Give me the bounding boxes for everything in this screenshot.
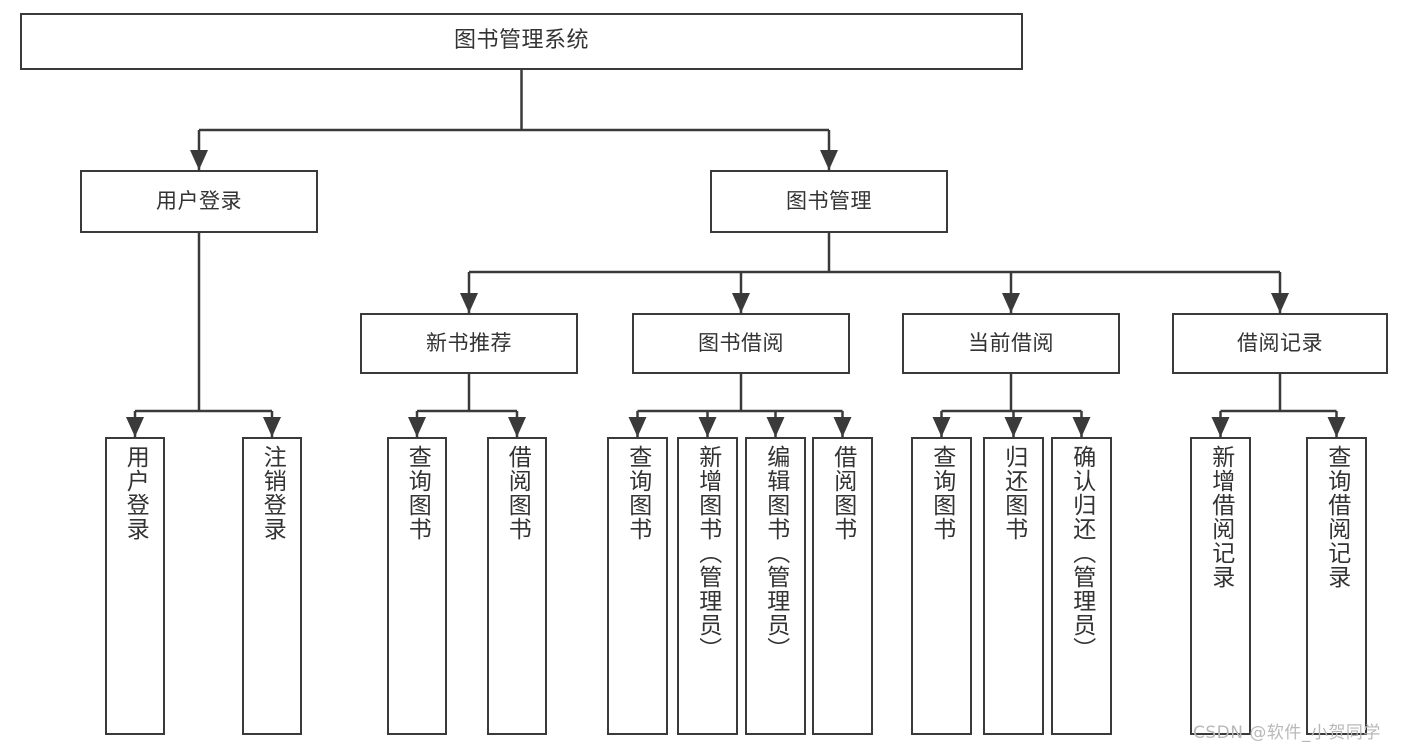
node-current-borrow-label: 当前借阅 <box>968 330 1054 355</box>
arrowhead-leaf-borrow-book-2 <box>833 417 852 437</box>
node-leaf-add-borrow-record-label: 新增借阅记录 <box>1207 445 1234 589</box>
arrowhead-current-borrow <box>1002 293 1020 313</box>
arrowhead-leaf-query-borrow-record <box>1327 417 1346 437</box>
arrowhead-book-borrow <box>732 293 750 313</box>
node-leaf-confirm-return-label: 确认归还（管理员） <box>1068 445 1095 661</box>
node-new-book-recommend[interactable]: 新书推荐 <box>360 313 578 374</box>
node-leaf-query-book-2-label: 查询图书 <box>624 445 651 541</box>
arrowhead-leaf-add-book <box>698 417 717 437</box>
node-user-login-label: 用户登录 <box>156 188 242 213</box>
node-leaf-query-book-3-label: 查询图书 <box>928 445 955 541</box>
node-book-manage-label: 图书管理 <box>786 188 872 213</box>
node-borrow-record-label: 借阅记录 <box>1237 330 1323 355</box>
arrowhead-leaf-query-book-3 <box>932 417 951 437</box>
arrowhead-new-book-recommend <box>460 293 478 313</box>
arrowhead-leaf-confirm-return <box>1072 417 1091 437</box>
arrowhead-leaf-edit-book <box>766 417 785 437</box>
arrowhead-leaf-user-login <box>126 417 144 437</box>
node-leaf-query-borrow-record[interactable]: 查询借阅记录 <box>1306 437 1367 735</box>
node-root[interactable]: 图书管理系统 <box>20 13 1023 70</box>
arrowhead-borrow-record <box>1271 293 1289 313</box>
node-leaf-user-login-label: 用户登录 <box>122 445 149 541</box>
node-borrow-record[interactable]: 借阅记录 <box>1172 313 1388 374</box>
node-leaf-return-book-label: 归还图书 <box>1000 445 1027 541</box>
node-leaf-query-book-1[interactable]: 查询图书 <box>387 437 447 735</box>
arrowhead-leaf-borrow-book-1 <box>508 417 526 437</box>
node-book-manage[interactable]: 图书管理 <box>710 170 948 233</box>
node-leaf-return-book[interactable]: 归还图书 <box>983 437 1044 735</box>
arrowhead-leaf-add-borrow-record <box>1211 417 1230 437</box>
node-leaf-query-book-3[interactable]: 查询图书 <box>911 437 972 735</box>
arrowhead-leaf-query-book-2 <box>628 417 647 437</box>
node-leaf-edit-book-label: 编辑图书（管理员） <box>762 445 789 661</box>
node-leaf-borrow-book-2-label: 借阅图书 <box>829 445 856 541</box>
csdn-watermark: CSDN @软件_小贺同学 <box>1193 723 1381 743</box>
arrowhead-user-login <box>190 150 208 170</box>
node-new-book-recommend-label: 新书推荐 <box>426 330 512 355</box>
node-leaf-add-book-label: 新增图书（管理员） <box>694 445 721 661</box>
node-leaf-user-logout-label: 注销登录 <box>259 445 286 541</box>
node-leaf-query-book-1-label: 查询图书 <box>404 445 431 541</box>
node-book-borrow[interactable]: 图书借阅 <box>632 313 850 374</box>
node-leaf-borrow-book-1-label: 借阅图书 <box>504 445 531 541</box>
arrowhead-leaf-return-book <box>1004 417 1023 437</box>
node-leaf-borrow-book-1[interactable]: 借阅图书 <box>487 437 547 735</box>
node-user-login[interactable]: 用户登录 <box>80 170 318 233</box>
node-leaf-confirm-return[interactable]: 确认归还（管理员） <box>1051 437 1112 735</box>
node-leaf-query-borrow-record-label: 查询借阅记录 <box>1323 445 1350 589</box>
arrowhead-leaf-user-logout <box>263 417 281 437</box>
arrowhead-leaf-query-book-1 <box>408 417 426 437</box>
node-leaf-user-login[interactable]: 用户登录 <box>105 437 165 735</box>
node-leaf-add-borrow-record[interactable]: 新增借阅记录 <box>1190 437 1251 735</box>
node-current-borrow[interactable]: 当前借阅 <box>902 313 1120 374</box>
node-root-label: 图书管理系统 <box>453 28 589 54</box>
node-leaf-edit-book[interactable]: 编辑图书（管理员） <box>745 437 806 735</box>
node-book-borrow-label: 图书借阅 <box>698 330 784 355</box>
node-leaf-user-logout[interactable]: 注销登录 <box>242 437 302 735</box>
node-leaf-borrow-book-2[interactable]: 借阅图书 <box>812 437 873 735</box>
arrowhead-book-manage <box>820 150 838 170</box>
node-leaf-query-book-2[interactable]: 查询图书 <box>607 437 668 735</box>
node-leaf-add-book[interactable]: 新增图书（管理员） <box>677 437 738 735</box>
